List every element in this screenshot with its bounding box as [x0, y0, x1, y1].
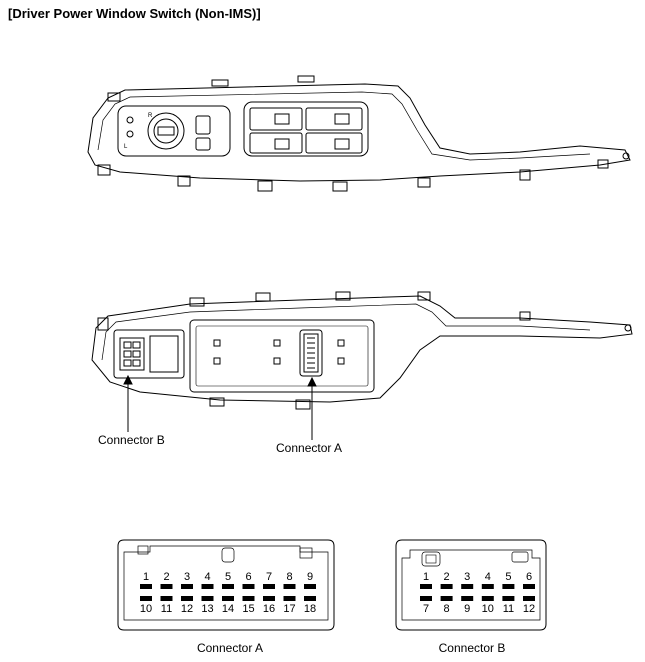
- connector_a-pin-terminal: [140, 596, 152, 601]
- connector_b-pin-number: 8: [444, 603, 450, 615]
- connector_a-pin-terminal: [160, 584, 173, 589]
- connector_a-pin-terminal: [181, 584, 193, 589]
- connector_a-pin-terminal: [160, 596, 173, 601]
- connector_a-pin-number: 15: [242, 603, 254, 615]
- connector_a-pin-terminal: [201, 584, 214, 589]
- connector_a-pin-number: 8: [286, 571, 292, 583]
- connector_b-pin-number: 2: [444, 571, 450, 583]
- connector_a-pin-terminal: [304, 584, 316, 589]
- connector_a-pin-number: 5: [225, 571, 231, 583]
- connector_b-pin-terminal: [420, 584, 432, 589]
- connector_a-pin-number: 2: [163, 571, 169, 583]
- connector_a-pin-terminal: [222, 596, 234, 601]
- connector_a-pin-number: 1: [143, 571, 149, 583]
- connector_a-pin-terminal: [304, 596, 316, 601]
- connector_a-pin-terminal: [263, 584, 275, 589]
- connector_b-pin-terminal: [461, 584, 474, 589]
- switch-rear-view: [91, 291, 633, 440]
- connector_b-pin-number: 3: [464, 571, 470, 583]
- switch-top-view: L R: [87, 75, 631, 192]
- connector_b-pin-number: 6: [526, 571, 532, 583]
- connector-b-callout: Connector B: [98, 433, 165, 447]
- connector_a-pin-number: 14: [222, 603, 234, 615]
- connector_b-pin-number: 1: [423, 571, 429, 583]
- connector_b-pin-terminal: [502, 596, 515, 601]
- connector_a-pin-number: 3: [184, 571, 190, 583]
- connector_a-pin-terminal: [242, 596, 255, 601]
- connector_b-pin-terminal: [420, 596, 432, 601]
- connector_a-pin-number: 16: [263, 603, 275, 615]
- connector_a-pin-number: 4: [204, 571, 210, 583]
- connector_a-pin-terminal: [140, 584, 152, 589]
- connector_a-pin-terminal: [283, 596, 296, 601]
- connector_a-pin-terminal: [283, 584, 296, 589]
- connector_b-pin-number: 10: [482, 603, 494, 615]
- page-title: [Driver Power Window Switch (Non-IMS)]: [8, 6, 261, 21]
- connector_a-pin-number: 9: [307, 571, 313, 583]
- connector_a-pin-number: 12: [181, 603, 193, 615]
- connector_a-pin-terminal: [263, 596, 275, 601]
- connector_a-pin-number: 18: [304, 603, 316, 615]
- connector_b-pin-number: 5: [505, 571, 511, 583]
- connector_b-pin-number: 4: [485, 571, 491, 583]
- connector_a-pin-number: 17: [283, 603, 295, 615]
- connector_b-pin-number: 12: [523, 603, 535, 615]
- connector-b-caption: Connector B: [439, 641, 506, 655]
- connector_b-pin-terminal: [523, 596, 535, 601]
- connector_a-pin-number: 7: [266, 571, 272, 583]
- connector_a-pin-number: 11: [161, 603, 172, 615]
- connector_a-pin-number: 13: [201, 603, 213, 615]
- svg-text:R: R: [148, 113, 153, 119]
- connector_b-pin-terminal: [440, 584, 453, 589]
- connector_a-pin-terminal: [242, 584, 255, 589]
- connector_b-pin-number: 7: [423, 603, 429, 615]
- connector_b-pin-terminal: [440, 596, 453, 601]
- connector-a-caption: Connector A: [197, 641, 263, 655]
- connector_b-pin-number: 11: [503, 603, 514, 615]
- connector_a-pin-number: 6: [245, 571, 251, 583]
- connector_b-pin-number: 9: [464, 603, 470, 615]
- connector-a-callout: Connector A: [276, 441, 343, 455]
- connector_b-pin-terminal: [481, 596, 494, 601]
- connector_a-pin-terminal: [222, 584, 234, 589]
- connector_b-pin-terminal: [461, 596, 474, 601]
- connector_a-pin-number: 10: [140, 603, 152, 615]
- connector_b-pin-terminal: [502, 584, 515, 589]
- connector_b-pin-terminal: [523, 584, 535, 589]
- svg-text:L: L: [124, 144, 128, 150]
- connector_a-pin-terminal: [181, 596, 193, 601]
- connector_a-pin-terminal: [201, 596, 214, 601]
- connector_b-pin-terminal: [481, 584, 494, 589]
